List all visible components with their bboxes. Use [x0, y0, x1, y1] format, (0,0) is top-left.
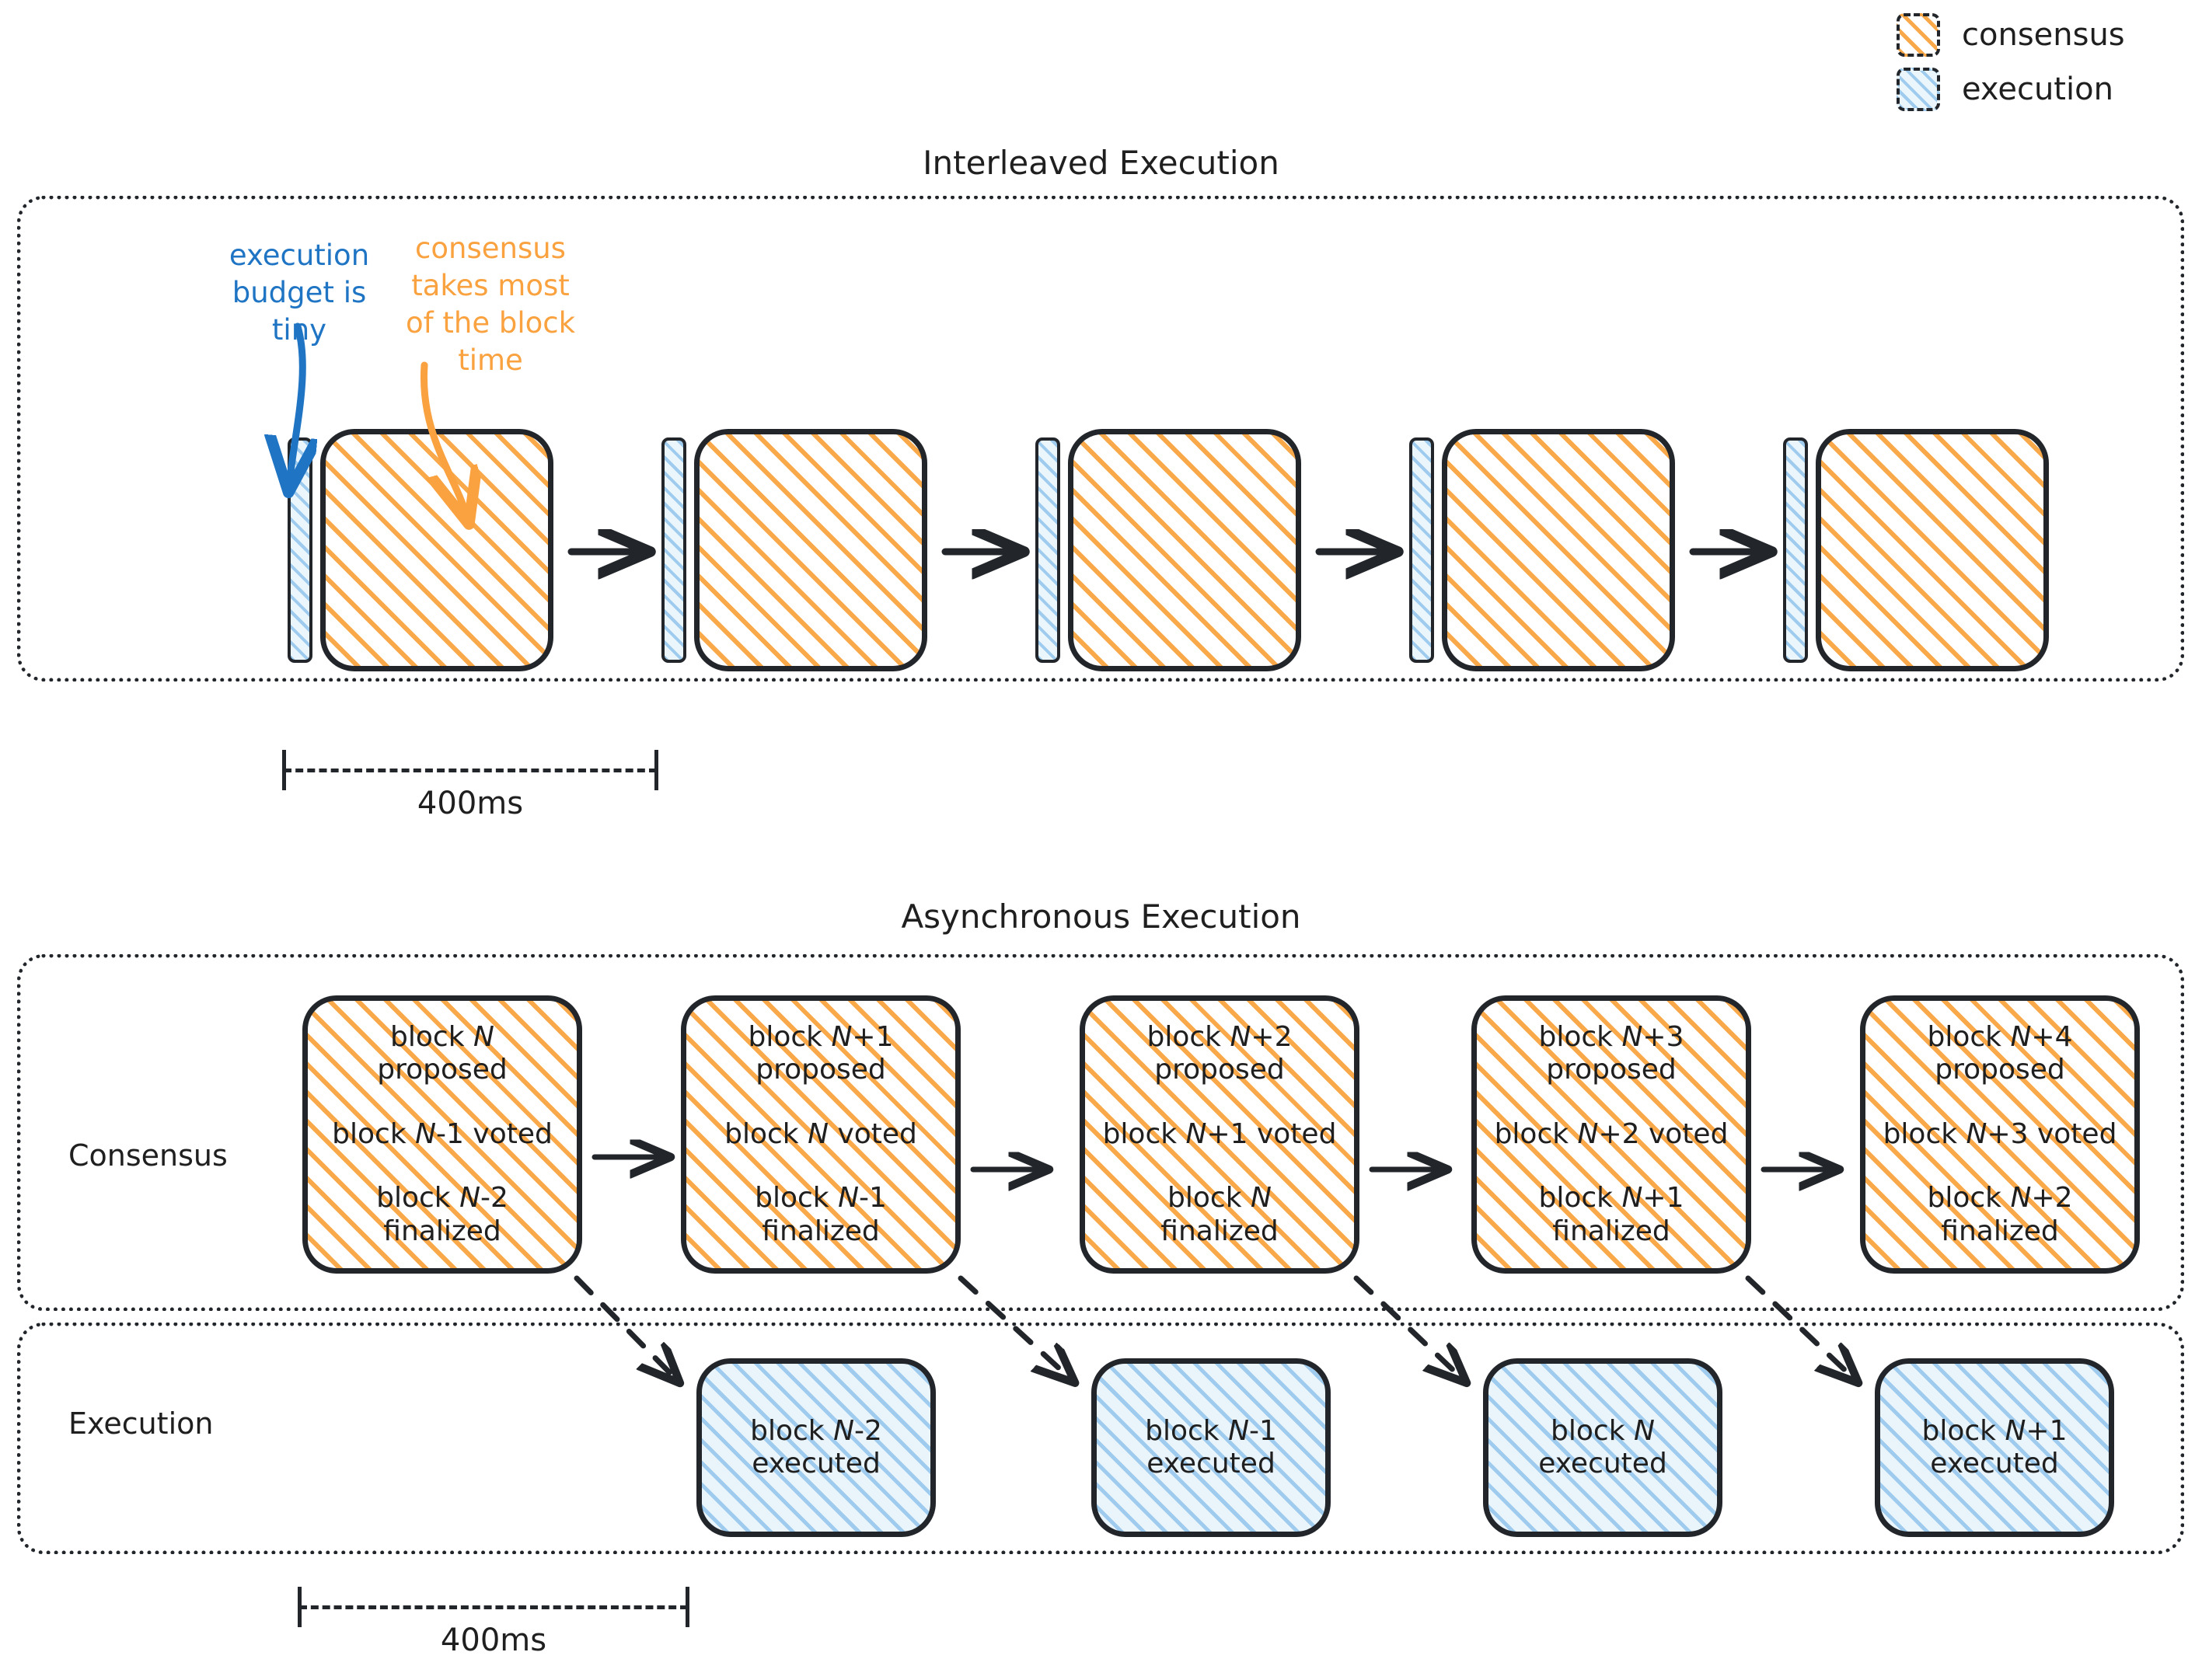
hatched-square-icon	[1897, 68, 1940, 111]
consensus-block: block N proposed block N-1 voted block N…	[302, 995, 582, 1274]
hatched-square-icon	[1897, 13, 1940, 57]
ruler-tick-left	[282, 750, 286, 790]
execution-sliver	[1783, 437, 1808, 663]
execution-block: block N-2 executed	[696, 1358, 936, 1537]
legend-item-execution: execution	[1897, 62, 2192, 117]
consensus-block	[1816, 429, 2049, 671]
consensus-block	[320, 429, 553, 671]
consensus-block	[1068, 429, 1301, 671]
ruler-tick-right	[654, 750, 658, 790]
consensus-block	[694, 429, 927, 671]
execution-sliver	[1409, 437, 1434, 663]
consensus-voted-line: block N-1 voted	[332, 1117, 553, 1150]
consensus-proposed-line: block N proposed	[377, 1021, 508, 1086]
ruler-tick-right	[686, 1587, 689, 1627]
row-label-execution: Execution	[68, 1406, 214, 1441]
consensus-block	[1442, 429, 1675, 671]
ruler-bar	[299, 1605, 688, 1609]
execution-sliver	[1035, 437, 1060, 663]
execution-block-label: block N executed	[1538, 1414, 1667, 1480]
execution-block-label: block N-2 executed	[750, 1414, 882, 1480]
consensus-finalized-line: block N+2 finalized	[1927, 1182, 2073, 1247]
legend-item-consensus: consensus	[1897, 8, 2192, 62]
interleaved-ruler: 400ms	[276, 750, 665, 843]
execution-sliver	[661, 437, 686, 663]
execution-budget-annotation: execution budget is tiny	[210, 237, 389, 349]
consensus-block: block N+2 proposed block N+1 voted block…	[1080, 995, 1359, 1274]
execution-block: block N executed	[1483, 1358, 1722, 1537]
row-label-consensus: Consensus	[68, 1138, 228, 1173]
legend: consensus execution	[1897, 8, 2192, 117]
execution-block-label: block N-1 executed	[1145, 1414, 1277, 1480]
consensus-proposed-line: block N+2 proposed	[1146, 1021, 1293, 1086]
consensus-voted-line: block N voted	[724, 1117, 917, 1150]
ruler-label: 400ms	[440, 1622, 547, 1658]
consensus-row-group	[17, 954, 2184, 1311]
consensus-block: block N+1 proposed block N voted block N…	[681, 995, 961, 1274]
consensus-block: block N+4 proposed block N+3 voted block…	[1860, 995, 2140, 1274]
asynchronous-ruler: 400ms	[291, 1587, 696, 1680]
consensus-proposed-line: block N+1 proposed	[748, 1021, 894, 1086]
execution-block: block N+1 executed	[1875, 1358, 2114, 1537]
interleaved-title: Interleaved Execution	[923, 144, 1279, 182]
consensus-voted-line: block N+3 voted	[1883, 1117, 2117, 1150]
ruler-tick-left	[298, 1587, 302, 1627]
consensus-proposed-line: block N+4 proposed	[1927, 1021, 2073, 1086]
consensus-voted-line: block N+2 voted	[1494, 1117, 1729, 1150]
legend-label: execution	[1962, 71, 2113, 107]
annotation-text: execution budget is tiny	[229, 239, 370, 347]
consensus-proposed-line: block N+3 proposed	[1538, 1021, 1684, 1086]
legend-label: consensus	[1962, 17, 2125, 53]
consensus-finalized-line: block N-2 finalized	[376, 1182, 508, 1247]
execution-sliver	[288, 437, 312, 663]
asynchronous-title: Asynchronous Execution	[901, 898, 1301, 936]
interleaved-group	[17, 196, 2184, 681]
consensus-time-annotation: consensus takes most of the block time	[401, 230, 580, 379]
consensus-block: block N+3 proposed block N+2 voted block…	[1471, 995, 1751, 1274]
execution-row-group	[17, 1323, 2184, 1554]
consensus-finalized-line: block N+1 finalized	[1538, 1182, 1684, 1247]
ruler-label: 400ms	[417, 786, 524, 821]
execution-block-label: block N+1 executed	[1921, 1414, 2068, 1480]
consensus-finalized-line: block N-1 finalized	[755, 1182, 887, 1247]
execution-block: block N-1 executed	[1091, 1358, 1331, 1537]
annotation-text: consensus takes most of the block time	[405, 232, 576, 378]
consensus-voted-line: block N+1 voted	[1102, 1117, 1337, 1150]
ruler-bar	[284, 769, 657, 772]
consensus-finalized-line: block N finalized	[1160, 1182, 1279, 1247]
